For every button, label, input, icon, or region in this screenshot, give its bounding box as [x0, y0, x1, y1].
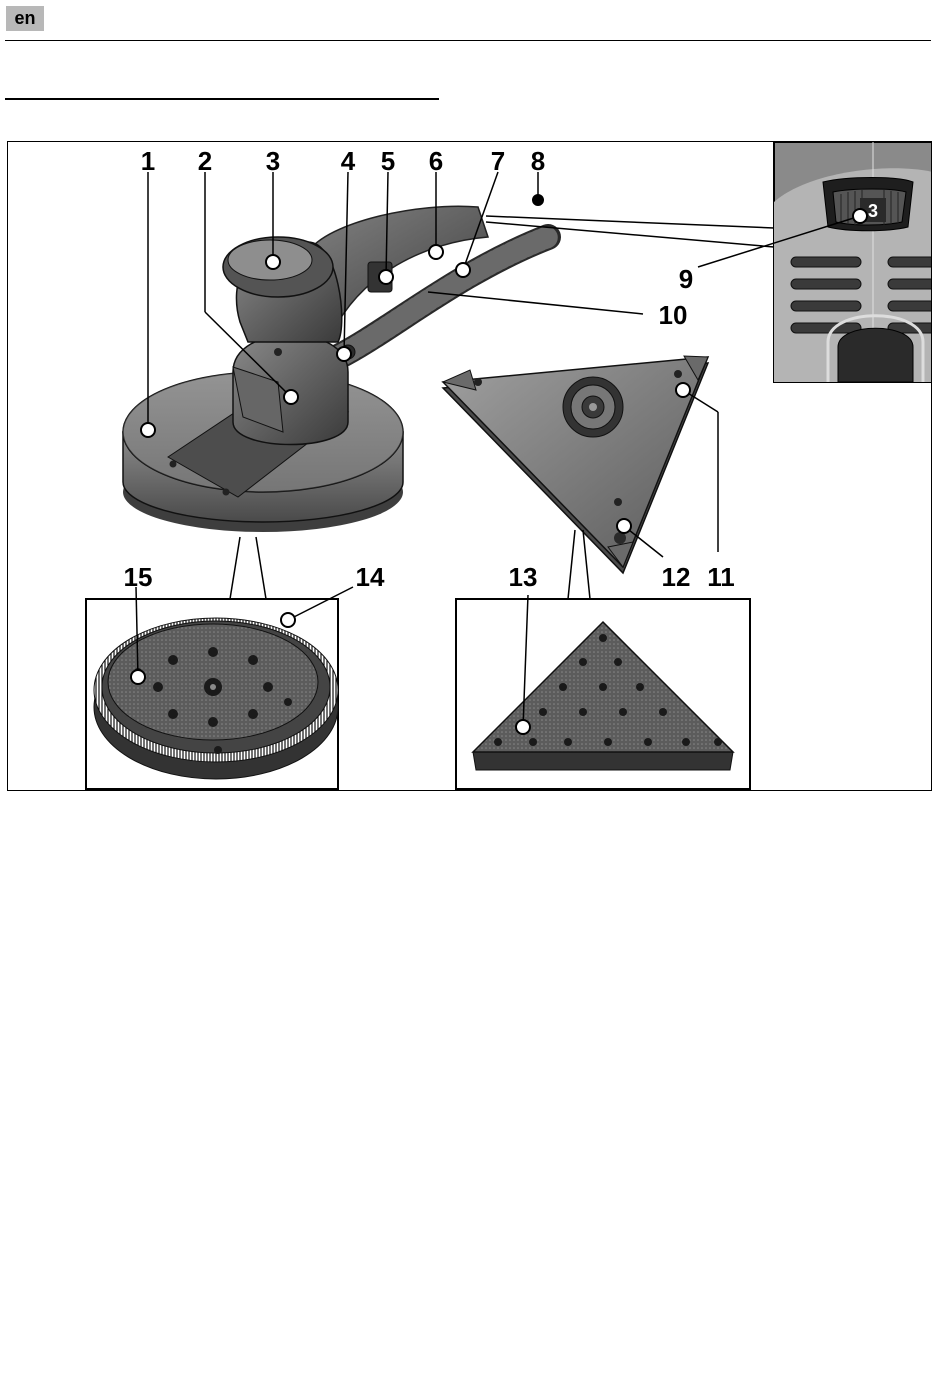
callout-9: 9 — [679, 264, 693, 294]
callout-14: 14 — [356, 562, 385, 592]
triangle-pad-inset — [456, 530, 750, 789]
speed-dial-inset: 3 — [774, 142, 932, 382]
language-badge: en — [6, 6, 44, 31]
sander-drawing: 3 — [8, 142, 932, 791]
callout-1: 1 — [141, 146, 155, 176]
callout-2: 2 — [198, 146, 212, 176]
callout-12: 12 — [662, 562, 691, 592]
round-sander — [123, 206, 548, 532]
callout-11: 11 — [707, 562, 735, 592]
callout-3: 3 — [266, 146, 280, 176]
callout-4: 4 — [341, 146, 356, 176]
header-rule — [5, 40, 931, 41]
product-illustration: 3 — [7, 141, 932, 791]
callout-8: 8 — [531, 146, 545, 176]
callout-13: 13 — [509, 562, 538, 592]
callout-10: 10 — [659, 300, 688, 330]
dial-setting-label: 3 — [868, 201, 878, 221]
callout-7: 7 — [491, 146, 505, 176]
callout-5: 5 — [381, 146, 395, 176]
callout-6: 6 — [429, 146, 443, 176]
callout-15: 15 — [124, 562, 153, 592]
section-rule — [5, 98, 439, 100]
triangle-sanding-head — [443, 356, 708, 573]
